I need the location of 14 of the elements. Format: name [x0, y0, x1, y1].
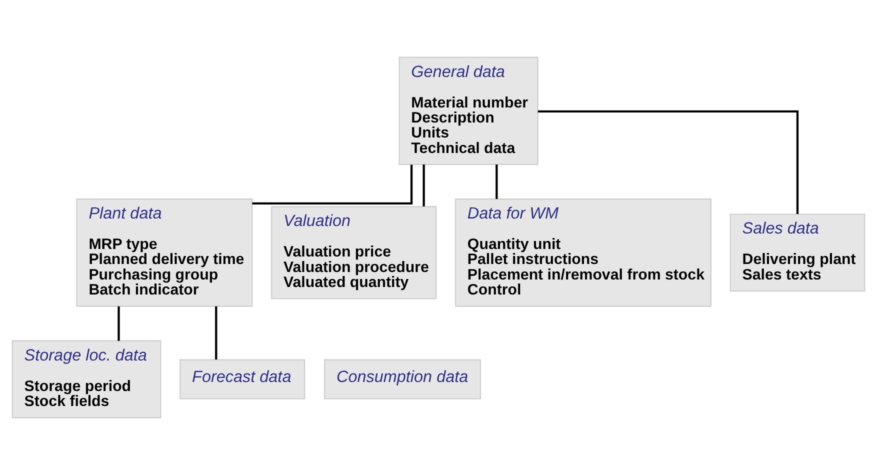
node-box: Plant data MRP type Planned delivery time Purchasing group Batch indicator	[76, 198, 253, 306]
connector	[252, 164, 413, 204]
connector	[538, 110, 799, 214]
connector	[496, 164, 498, 198]
node-box: Storage loc. data Storage period Stock fields	[12, 340, 162, 418]
connector	[215, 306, 218, 360]
connector	[118, 306, 120, 340]
node-box: Forecast data	[180, 358, 306, 399]
connector	[422, 164, 425, 206]
node-box: Sales data Delivering plant Sales texts	[730, 213, 866, 292]
node-box: Consumption data	[324, 358, 481, 399]
node-box: Data for WM Quantity unit Pallet instructions Placement in/removal from stock Control	[455, 198, 712, 306]
node-box: General data Material number Description Units Technical data	[398, 56, 538, 164]
node-box: Valuation Valuation price Valuation procedure Valuated quantity	[271, 206, 437, 299]
